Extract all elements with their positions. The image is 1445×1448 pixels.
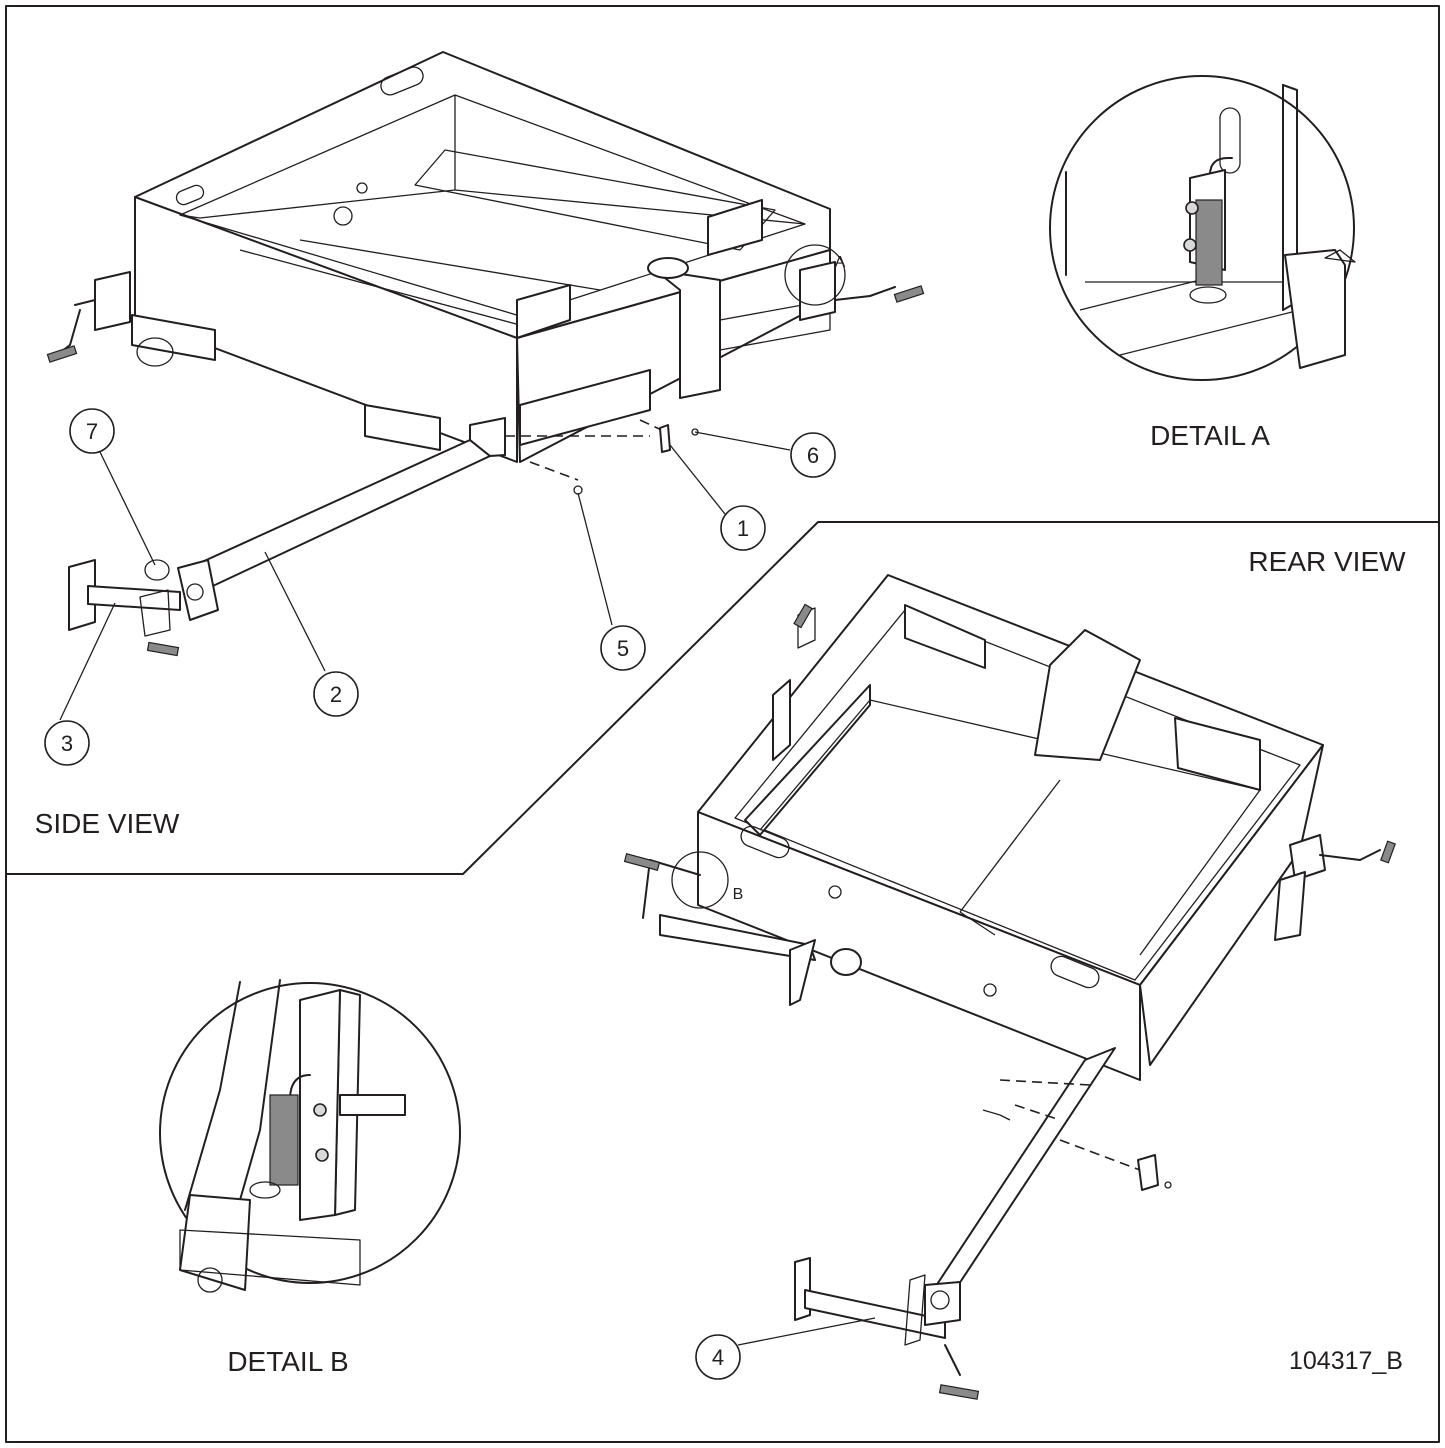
detail-b-title: DETAIL B: [227, 1346, 348, 1377]
leader-5: [577, 492, 613, 626]
detail-a-illustration: [1049, 75, 1356, 381]
drawing-number: 104317_B: [1289, 1347, 1403, 1375]
leader-lines: [59, 431, 876, 1346]
callout-2: 2: [313, 671, 359, 717]
callout-1-label: 1: [737, 516, 749, 541]
rear-view-assembly: [623, 574, 1396, 1400]
leader-4: [737, 1317, 876, 1346]
side-view-assembly: [46, 51, 925, 657]
callout-4: 4: [695, 1334, 741, 1380]
callout-3: 3: [44, 720, 90, 766]
detail-a-title: DETAIL A: [1150, 420, 1270, 451]
leader-6: [694, 431, 791, 451]
detail-a-marker: A: [835, 254, 846, 271]
detail-b-illustration: [159, 979, 461, 1293]
leader-1: [669, 444, 726, 515]
side-view-title: SIDE VIEW: [35, 808, 180, 839]
detail-b-marker: B: [733, 886, 744, 903]
callout-1: 1: [720, 505, 766, 551]
sheet-border: [5, 5, 1440, 1443]
callout-4-label: 4: [712, 1345, 724, 1370]
callout-3-label: 3: [61, 731, 73, 756]
leader-2: [264, 551, 326, 672]
leader-7: [99, 451, 156, 566]
rear-view-title: REAR VIEW: [1248, 546, 1406, 577]
leader-3: [59, 602, 116, 721]
callout-2-label: 2: [330, 682, 342, 707]
panel-divider: [5, 521, 1440, 875]
callout-7-label: 7: [86, 419, 98, 444]
callout-5: 5: [600, 625, 646, 671]
callout-5-label: 5: [617, 636, 629, 661]
callout-6: 6: [790, 432, 836, 478]
callout-6-label: 6: [807, 443, 819, 468]
callout-7: 7: [69, 408, 115, 454]
